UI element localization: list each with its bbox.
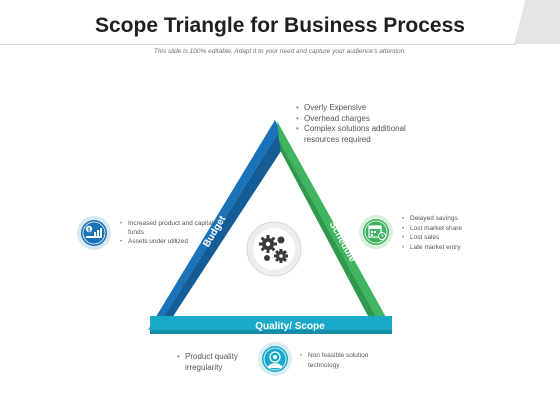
list-item: Lost market share bbox=[402, 224, 492, 234]
list-item: Complex solutions additional resources r… bbox=[296, 124, 421, 145]
quality-scope-label: Quality/ Scope bbox=[255, 321, 325, 332]
quality-badge-icon bbox=[258, 342, 292, 376]
list-item: Increased product and capital funds bbox=[120, 219, 215, 237]
slide-subtitle: This slide is 100% editable. Adapt it to… bbox=[153, 48, 407, 55]
list-item: Late market entry bbox=[402, 243, 492, 253]
quality-side-edge bbox=[150, 330, 392, 334]
slide-title: Scope Triangle for Business Process bbox=[95, 14, 465, 37]
list-item: Assets under utilized bbox=[120, 237, 215, 246]
budget-points-list: Increased product and capital funds Asse… bbox=[120, 219, 215, 246]
header-divider bbox=[0, 44, 516, 45]
list-item: Lost sales bbox=[402, 233, 492, 243]
list-item: Overhead charges bbox=[296, 114, 421, 125]
list-item: Delayed savings bbox=[402, 214, 492, 224]
dollar-coins-icon: $ bbox=[77, 216, 111, 250]
list-item: Overly Expensive bbox=[296, 103, 421, 114]
top-points-list: Overly Expensive Overhead charges Comple… bbox=[296, 103, 421, 145]
schedule-side bbox=[277, 121, 392, 328]
budget-side-edge bbox=[158, 130, 283, 326]
quality-right-points-list: Non feasible solution technology bbox=[300, 351, 385, 370]
gears-icon bbox=[246, 221, 302, 277]
quality-left-points-list: Product quality irregularity bbox=[177, 351, 257, 373]
schedule-points-list: Delayed savings Lost market share Lost s… bbox=[402, 214, 492, 252]
schedule-side-edge bbox=[279, 140, 378, 320]
quality-side bbox=[150, 316, 392, 334]
svg-text:$: $ bbox=[88, 227, 91, 233]
calendar-clock-icon bbox=[359, 215, 393, 249]
list-item: Product quality irregularity bbox=[177, 351, 257, 373]
list-item: Non feasible solution technology bbox=[300, 351, 385, 370]
